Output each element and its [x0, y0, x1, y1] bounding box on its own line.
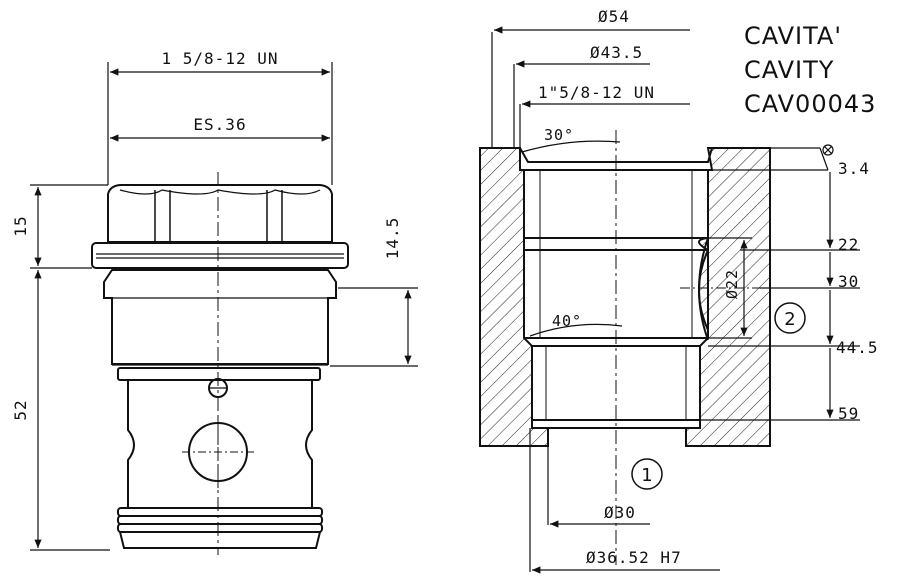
port-2-label: 2: [784, 309, 795, 330]
dia-54-label: Ø54: [598, 7, 630, 26]
cartridge-dimensions: [30, 62, 418, 551]
depth-3-4-label: 3.4: [838, 159, 870, 178]
dia-22-label: Ø22: [723, 269, 741, 299]
cavity-dimensions: [491, 26, 860, 574]
dia-43-5-label: Ø43.5: [590, 43, 643, 62]
port-2-marker: [774, 302, 806, 334]
depth-44-5-label: 44.5: [836, 338, 879, 357]
cavity-view: [479, 130, 771, 565]
left-wall-section: [479, 147, 549, 447]
port-1-marker: [631, 458, 663, 490]
cartridge-view: [91, 172, 349, 555]
depth-22-label: 22: [838, 235, 859, 254]
lower-body: [127, 380, 313, 509]
flange: [91, 242, 349, 269]
dia-30-label: Ø30: [604, 503, 636, 522]
dia-36-52-label: Ø36.52 H7: [586, 548, 682, 567]
hex-head: [107, 184, 333, 243]
depth-30-label: 30: [838, 272, 859, 291]
dim-15-label: 15: [11, 215, 30, 236]
depth-59-label: 59: [838, 404, 859, 423]
title-line-1: CAVITA': [744, 22, 842, 50]
right-wall-section: [685, 147, 771, 447]
thread-body: [103, 269, 337, 365]
dim-14-5-label: 14.5: [383, 217, 402, 260]
title-line-3: CAV00043: [744, 90, 876, 118]
cartridge-thread-label: 1 5/8-12 UN: [162, 49, 279, 68]
cavity-thread-label: 1"5/8-12 UN: [538, 83, 655, 102]
angle-30-label: 30°: [544, 126, 574, 144]
hex-size-label: ES.36: [193, 115, 246, 134]
port-1-label: 1: [641, 465, 652, 486]
dim-52-label: 52: [11, 399, 30, 420]
title-line-2: CAVITY: [744, 56, 834, 84]
angle-40-label: 40°: [552, 312, 582, 330]
